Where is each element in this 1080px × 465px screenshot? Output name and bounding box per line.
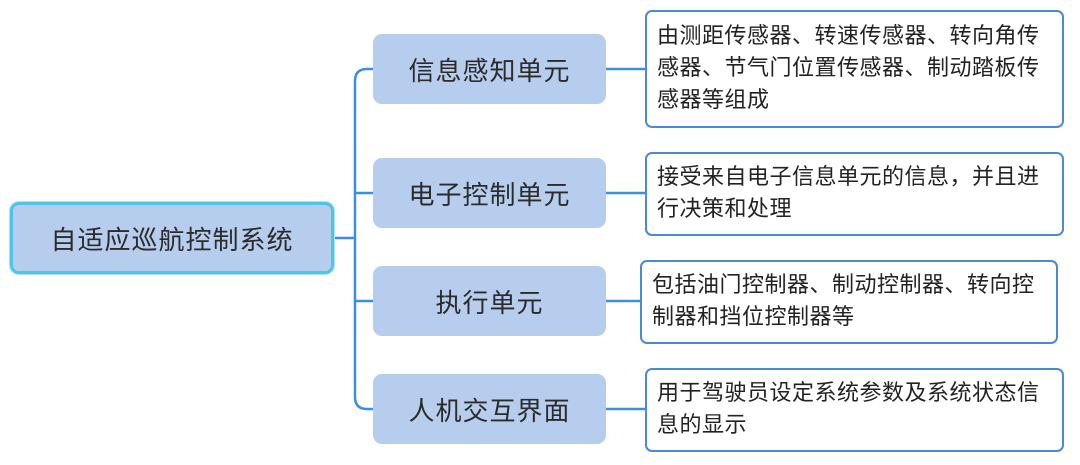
branch-node-info-sensing: 信息感知单元 — [373, 34, 606, 104]
leaf-node-hmi: 用于驾驶员设定系统参数及系统状态信息的显示 — [645, 368, 1064, 452]
branch-node-electronic-control: 电子控制单元 — [373, 158, 606, 228]
trunk-connector — [353, 67, 373, 411]
leaf-text-actuator: 包括油门控制器、制动控制器、转向控制器和挡位控制器等 — [652, 273, 1035, 330]
leaf-text-hmi: 用于驾驶员设定系统参数及系统状态信息的显示 — [657, 381, 1040, 438]
leaf-text-info-sensing: 由测距传感器、转速传感器、转向角传感器、节气门位置传感器、制动踏板传感器等组成 — [657, 24, 1040, 113]
leaf-text-electronic-control: 接受来自电子信息单元的信息，并且进行决策和处理 — [657, 165, 1040, 222]
leaf-node-info-sensing: 由测距传感器、转速传感器、转向角传感器、节气门位置传感器、制动踏板传感器等组成 — [645, 10, 1064, 128]
branch-node-actuator: 执行单元 — [373, 266, 606, 336]
leaf-node-actuator: 包括油门控制器、制动控制器、转向控制器和挡位控制器等 — [640, 260, 1058, 344]
branch-node-hmi: 人机交互界面 — [373, 374, 606, 444]
leaf-node-electronic-control: 接受来自电子信息单元的信息，并且进行决策和处理 — [645, 152, 1064, 236]
root-node: 自适应巡航控制系统 — [10, 202, 334, 274]
